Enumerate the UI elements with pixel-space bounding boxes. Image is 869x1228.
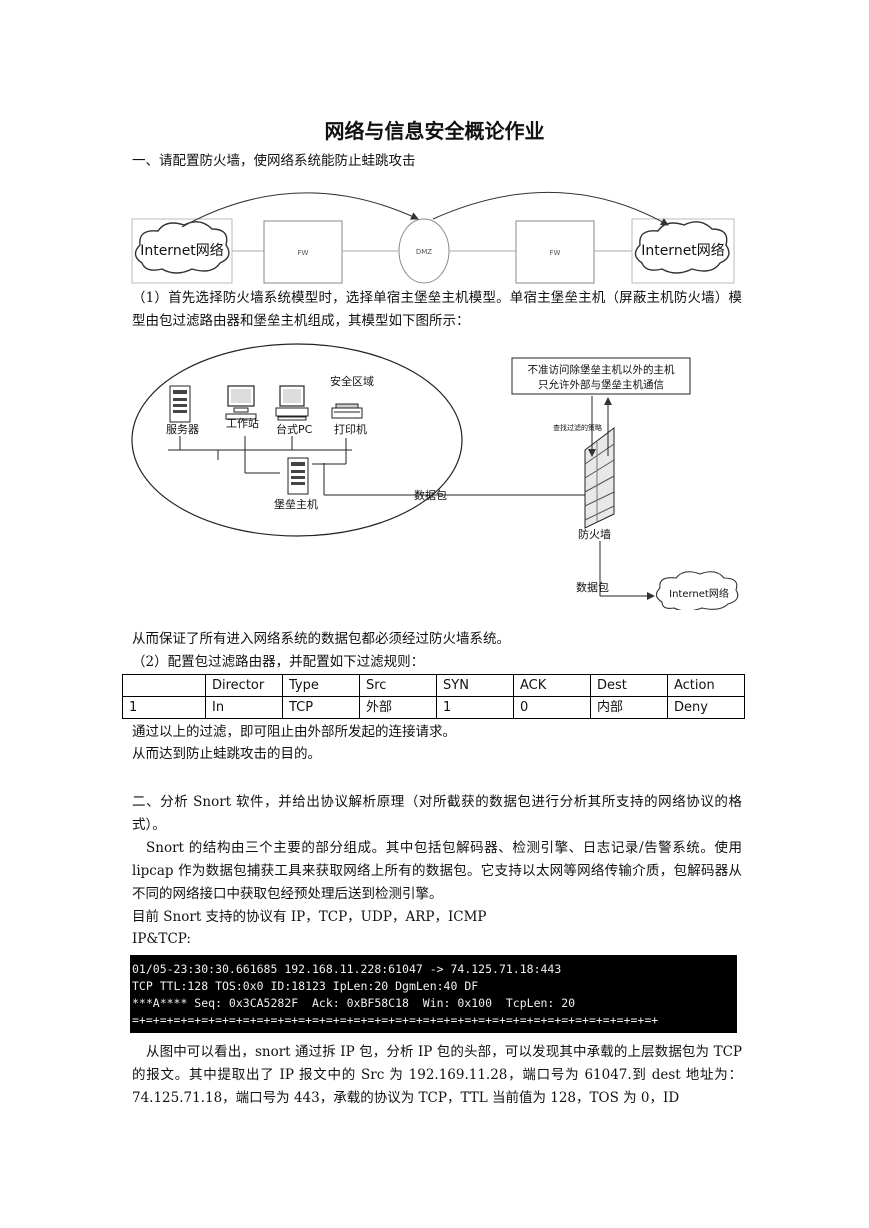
hop-arrow-1 [181, 192, 419, 228]
firewall-wall-icon [584, 426, 615, 529]
packet-outer-label: 数据包 [576, 580, 609, 594]
right-cloud-label: Internet网络 [641, 243, 725, 259]
terminal-line: =+=+=+=+=+=+=+=+=+=+=+=+=+=+=+=+=+=+=+=+… [132, 1013, 659, 1027]
table-cell: 0 [513, 696, 591, 719]
firewall-right-label: FW [550, 249, 561, 257]
snort-structure-paragraph: Snort 的结构由三个主要的部分组成。其中包括包解码器、检测引擎、日志记录/告… [132, 840, 742, 902]
internet-cloud-right: Internet网络 [631, 218, 735, 284]
packet-inner-label: 数据包 [414, 488, 447, 502]
network-topology-diagram: Internet网络 FW DMZ FW Internet网络 [131, 192, 735, 284]
step1-paragraph: （1）首先选择防火墙系统模型时，选择单宿主堡垒主机模型。单宿主堡垒主机（屏蔽主机… [132, 290, 742, 329]
filter-rules-table: Director Type Src SYN ACK Dest Action 1 … [122, 674, 745, 719]
workstation-icon [225, 385, 257, 420]
rule-box-line1: 不准访问除堡垒主机以外的主机 [528, 363, 675, 376]
table-header-row: Director Type Src SYN ACK Dest Action [122, 674, 745, 697]
analysis-paragraph: 从图中可以看出，snort 通过拆 IP 包，分析 IP 包的头部，可以发现其中… [132, 1044, 742, 1106]
table-cell: 1 [122, 696, 206, 719]
hop-arrow-2 [432, 192, 669, 226]
server-label: 服务器 [166, 423, 199, 436]
table-cell: 1 [436, 696, 514, 719]
bastion-host-label: 堡垒主机 [274, 497, 318, 511]
dmz-label: DMZ [416, 248, 432, 256]
left-cloud-label: Internet网络 [140, 243, 224, 259]
table-header-cell: Dest [590, 674, 668, 697]
table-header-cell: Type [282, 674, 360, 697]
internet-cloud-icon: Internet网络 [655, 571, 739, 610]
table-header-cell: SYN [436, 674, 514, 697]
desktop-pc-icon [275, 385, 309, 421]
internet-label: Internet网络 [669, 587, 729, 600]
safe-zone-label: 安全区域 [330, 374, 374, 388]
filter-strategy-label: 查找过滤的策略 [553, 423, 602, 432]
iptcp-label: IP&TCP: [132, 931, 191, 947]
table-cell: 外部 [359, 696, 437, 719]
internet-cloud-left: Internet网络 [131, 218, 233, 284]
table-header-cell: ACK [513, 674, 591, 697]
table-cell: In [205, 696, 283, 719]
table-header-cell: Action [667, 674, 745, 697]
table-cell: Deny [667, 696, 745, 719]
table-cell: TCP [282, 696, 360, 719]
workstation-label: 工作站 [226, 416, 259, 430]
desktop-pc-label: 台式PC [276, 422, 313, 436]
after-table-line-1: 通过以上的过滤，即可阻止由外部所发起的连接请求。 [132, 724, 456, 740]
table-header-cell [122, 674, 206, 697]
section1-heading: 一、请配置防火墙，使网络系统能防止蛙跳攻击 [132, 153, 416, 169]
firewall-box-right [515, 220, 595, 284]
supported-protocols-line: 目前 Snort 支持的协议有 IP，TCP，UDP，ARP，ICMP [132, 909, 487, 925]
safe-zone-ellipse [131, 343, 463, 537]
printer-label: 打印机 [334, 422, 367, 436]
terminal-line: TCP TTL:128 TOS:0x0 ID:18123 IpLen:20 Dg… [132, 979, 479, 993]
rule-box-line2: 只允许外部与堡垒主机通信 [538, 378, 664, 391]
printer-icon [331, 403, 363, 419]
step2-line: （2）配置包过滤路由器，并配置如下过滤规则： [132, 654, 425, 670]
table-header-cell: Src [359, 674, 437, 697]
table-header-cell: Director [205, 674, 283, 697]
document-title: 网络与信息安全概论作业 [324, 119, 545, 143]
firewall-label: 防火墙 [578, 527, 611, 541]
rule-box [511, 357, 691, 395]
table-cell: 内部 [590, 696, 668, 719]
snort-output-terminal: 01/05-23:30:30.661685 192.168.11.228:610… [130, 955, 737, 1033]
table-row: 1 In TCP 外部 1 0 内部 Deny [122, 696, 745, 719]
bastion-host-diagram: 安全区域 服务器 工作站 台式PC [131, 343, 739, 610]
bastion-host-icon [287, 457, 309, 495]
terminal-line: ***A**** Seq: 0x3CA5282F Ack: 0xBF58C18 … [132, 996, 576, 1010]
after-table-line-2: 从而达到防止蛙跳攻击的目的。 [132, 746, 321, 762]
firewall-left-label: FW [298, 249, 309, 257]
section2-heading: 二、分析 Snort 软件，并给出协议解析原理（对所截获的数据包进行分析其所支持… [132, 794, 742, 833]
terminal-line: 01/05-23:30:30.661685 192.168.11.228:610… [132, 962, 562, 976]
conclusion-line: 从而保证了所有进入网络系统的数据包都必须经过防火墙系统。 [132, 631, 510, 647]
firewall-box-left [263, 220, 343, 284]
server-icon [169, 385, 191, 423]
